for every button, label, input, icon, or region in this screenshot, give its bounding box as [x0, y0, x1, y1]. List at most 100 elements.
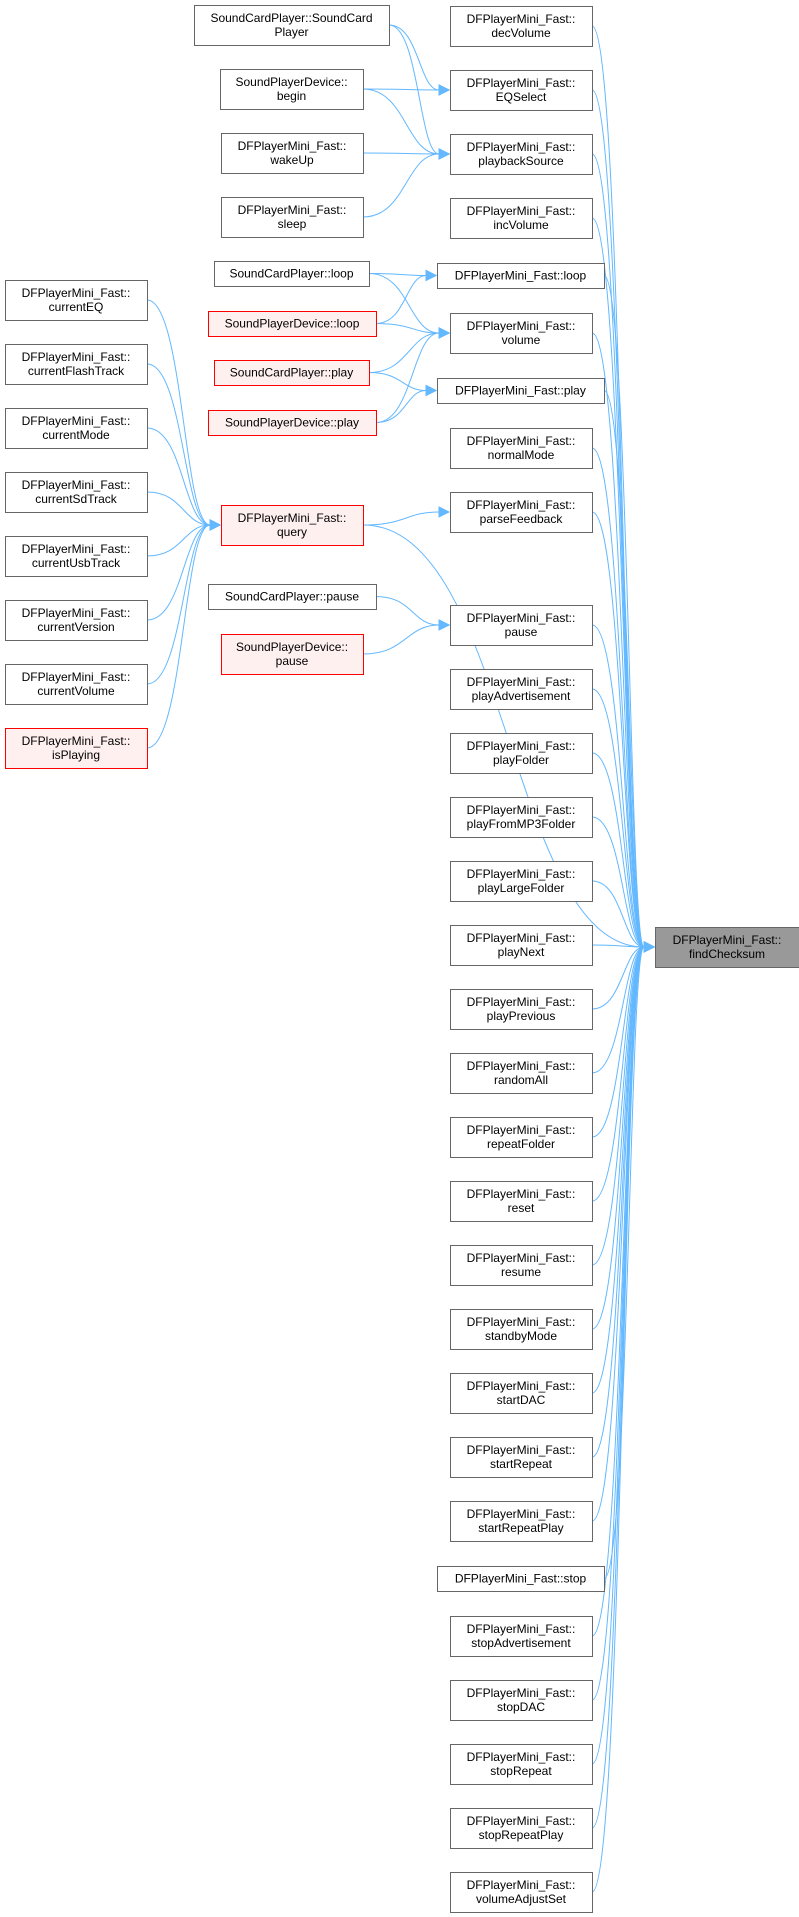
node-currentVersion[interactable]: DFPlayerMini_Fast::currentVersion — [5, 600, 148, 641]
node-label: DFPlayerMini_Fast:: — [467, 1315, 576, 1329]
node-label: isPlaying — [52, 748, 100, 762]
node-stopRepeat[interactable]: DFPlayerMini_Fast::stopRepeat — [450, 1744, 593, 1785]
node-playLargeFolder[interactable]: DFPlayerMini_Fast::playLargeFolder — [450, 861, 593, 902]
node-stopRepeatPlay[interactable]: DFPlayerMini_Fast::stopRepeatPlay — [450, 1808, 593, 1849]
node-playFromMP3Folder[interactable]: DFPlayerMini_Fast::playFromMP3Folder — [450, 797, 593, 838]
node-normalMode[interactable]: DFPlayerMini_Fast::normalMode — [450, 428, 593, 469]
node-box — [450, 1501, 593, 1542]
edge-currentFlashTrack-to-query — [146, 363, 222, 531]
edge-line — [362, 153, 440, 218]
node-box — [221, 133, 364, 174]
node-label: standbyMode — [485, 1329, 557, 1343]
node-volumeAdjustSet[interactable]: DFPlayerMini_Fast::volumeAdjustSet — [450, 1872, 593, 1913]
node-spdBegin[interactable]: SoundPlayerDevice::begin — [220, 69, 364, 110]
node-currentSdTrack[interactable]: DFPlayerMini_Fast::currentSdTrack — [5, 472, 148, 513]
node-box — [450, 1744, 593, 1785]
node-label: SoundCardPlayer::SoundCard — [210, 11, 372, 25]
node-currentMode[interactable]: DFPlayerMini_Fast::currentMode — [5, 408, 148, 449]
node-resume[interactable]: DFPlayerMini_Fast::resume — [450, 1245, 593, 1286]
node-sleep[interactable]: DFPlayerMini_Fast::sleep — [221, 197, 364, 238]
node-findChecksum[interactable]: DFPlayerMini_Fast::findChecksum — [655, 927, 799, 968]
edge-isPlaying-to-query — [146, 519, 222, 749]
node-label: DFPlayerMini_Fast:: — [467, 1443, 576, 1457]
node-parseFeedback[interactable]: DFPlayerMini_Fast::parseFeedback — [450, 492, 593, 533]
node-scpCtor[interactable]: SoundCardPlayer::SoundCardPlayer — [194, 5, 390, 46]
node-currentVolume[interactable]: DFPlayerMini_Fast::currentVolume — [5, 664, 148, 705]
node-currentFlashTrack[interactable]: DFPlayerMini_Fast::currentFlashTrack — [5, 344, 148, 385]
node-box — [450, 198, 593, 239]
node-box — [450, 605, 593, 646]
node-decVolume[interactable]: DFPlayerMini_Fast::decVolume — [450, 6, 593, 47]
node-spdPlay[interactable]: SoundPlayerDevice::play — [208, 410, 377, 436]
node-box — [208, 584, 377, 610]
node-standbyMode[interactable]: DFPlayerMini_Fast::standbyMode — [450, 1309, 593, 1350]
node-startDAC[interactable]: DFPlayerMini_Fast::startDAC — [450, 1373, 593, 1414]
node-label: query — [277, 525, 307, 539]
node-scpLoop[interactable]: SoundCardPlayer::loop — [214, 261, 370, 287]
edge-spdPlay-to-volume — [375, 327, 451, 423]
node-pause[interactable]: DFPlayerMini_Fast::pause — [450, 605, 593, 646]
node-query[interactable]: DFPlayerMini_Fast::query — [221, 505, 364, 546]
node-label: DFPlayerMini_Fast:: — [467, 1622, 576, 1636]
node-scpPlay[interactable]: SoundCardPlayer::play — [214, 360, 370, 386]
node-stopDAC[interactable]: DFPlayerMini_Fast::stopDAC — [450, 1680, 593, 1721]
node-box — [5, 408, 148, 449]
edge-line — [375, 596, 440, 626]
node-label: DFPlayerMini_Fast:: — [467, 1750, 576, 1764]
node-randomAll[interactable]: DFPlayerMini_Fast::randomAll — [450, 1053, 593, 1094]
node-label: wakeUp — [269, 153, 314, 167]
node-label: findChecksum — [689, 947, 765, 961]
node-incVolume[interactable]: DFPlayerMini_Fast::incVolume — [450, 198, 593, 239]
graph-nodes: DFPlayerMini_Fast::findChecksumDFPlayerM… — [5, 5, 799, 1913]
node-label: DFPlayerMini_Fast:: — [467, 931, 576, 945]
node-repeatFolder[interactable]: DFPlayerMini_Fast::repeatFolder — [450, 1117, 593, 1158]
edge-line — [375, 323, 440, 334]
node-label: startRepeatPlay — [478, 1521, 563, 1535]
node-box — [450, 313, 593, 354]
node-scpPause[interactable]: SoundCardPlayer::pause — [208, 584, 377, 610]
edge-line — [591, 89, 645, 948]
node-wakeUp[interactable]: DFPlayerMini_Fast::wakeUp — [221, 133, 364, 174]
node-currentUsbTrack[interactable]: DFPlayerMini_Fast::currentUsbTrack — [5, 536, 148, 577]
node-playNext[interactable]: DFPlayerMini_Fast::playNext — [450, 925, 593, 966]
node-reset[interactable]: DFPlayerMini_Fast::reset — [450, 1181, 593, 1222]
node-box — [208, 410, 377, 436]
node-playPrevious[interactable]: DFPlayerMini_Fast::playPrevious — [450, 989, 593, 1030]
node-startRepeatPlay[interactable]: DFPlayerMini_Fast::startRepeatPlay — [450, 1501, 593, 1542]
node-isPlaying[interactable]: DFPlayerMini_Fast::isPlaying — [5, 728, 148, 769]
edge-line — [146, 524, 211, 685]
node-label: DFPlayerMini_Fast::play — [455, 384, 586, 398]
node-stopAdvertisement[interactable]: DFPlayerMini_Fast::stopAdvertisement — [450, 1616, 593, 1657]
edge-line — [368, 372, 427, 391]
node-box — [220, 69, 364, 110]
edge-currentSdTrack-to-query — [146, 491, 222, 531]
node-EQSelect[interactable]: DFPlayerMini_Fast::EQSelect — [450, 70, 593, 111]
node-label: begin — [277, 89, 306, 103]
node-label: DFPlayerMini_Fast:: — [467, 1123, 576, 1137]
node-box — [450, 1373, 593, 1414]
node-box — [194, 5, 390, 46]
node-playbackSource[interactable]: DFPlayerMini_Fast::playbackSource — [450, 134, 593, 175]
node-label: DFPlayerMini_Fast::stop — [455, 1572, 587, 1586]
node-label: DFPlayerMini_Fast:: — [467, 1686, 576, 1700]
node-spdPause[interactable]: SoundPlayerDevice::pause — [221, 634, 364, 675]
edge-randomAll-to-findChecksum — [591, 941, 656, 1074]
node-label: EQSelect — [496, 90, 547, 104]
node-box — [5, 728, 148, 769]
node-label: repeatFolder — [487, 1137, 555, 1151]
node-label: DFPlayerMini_Fast:: — [467, 140, 576, 154]
node-volume[interactable]: DFPlayerMini_Fast::volume — [450, 313, 593, 354]
node-loop[interactable]: DFPlayerMini_Fast::loop — [437, 263, 605, 289]
node-spdLoop[interactable]: SoundPlayerDevice::loop — [208, 311, 377, 337]
edge-scpCtor-to-EQSelect — [388, 24, 451, 96]
node-play[interactable]: DFPlayerMini_Fast::play — [437, 378, 605, 404]
node-label: currentSdTrack — [35, 492, 118, 506]
node-currentEQ[interactable]: DFPlayerMini_Fast::currentEQ — [5, 280, 148, 321]
node-label: DFPlayerMini_Fast:: — [467, 1507, 576, 1521]
node-playFolder[interactable]: DFPlayerMini_Fast::playFolder — [450, 733, 593, 774]
edge-reset-to-findChecksum — [591, 941, 656, 1202]
node-startRepeat[interactable]: DFPlayerMini_Fast::startRepeat — [450, 1437, 593, 1478]
node-stop[interactable]: DFPlayerMini_Fast::stop — [437, 1566, 605, 1592]
node-label: playbackSource — [478, 154, 564, 168]
node-playAdvertisement[interactable]: DFPlayerMini_Fast::playAdvertisement — [450, 669, 593, 710]
